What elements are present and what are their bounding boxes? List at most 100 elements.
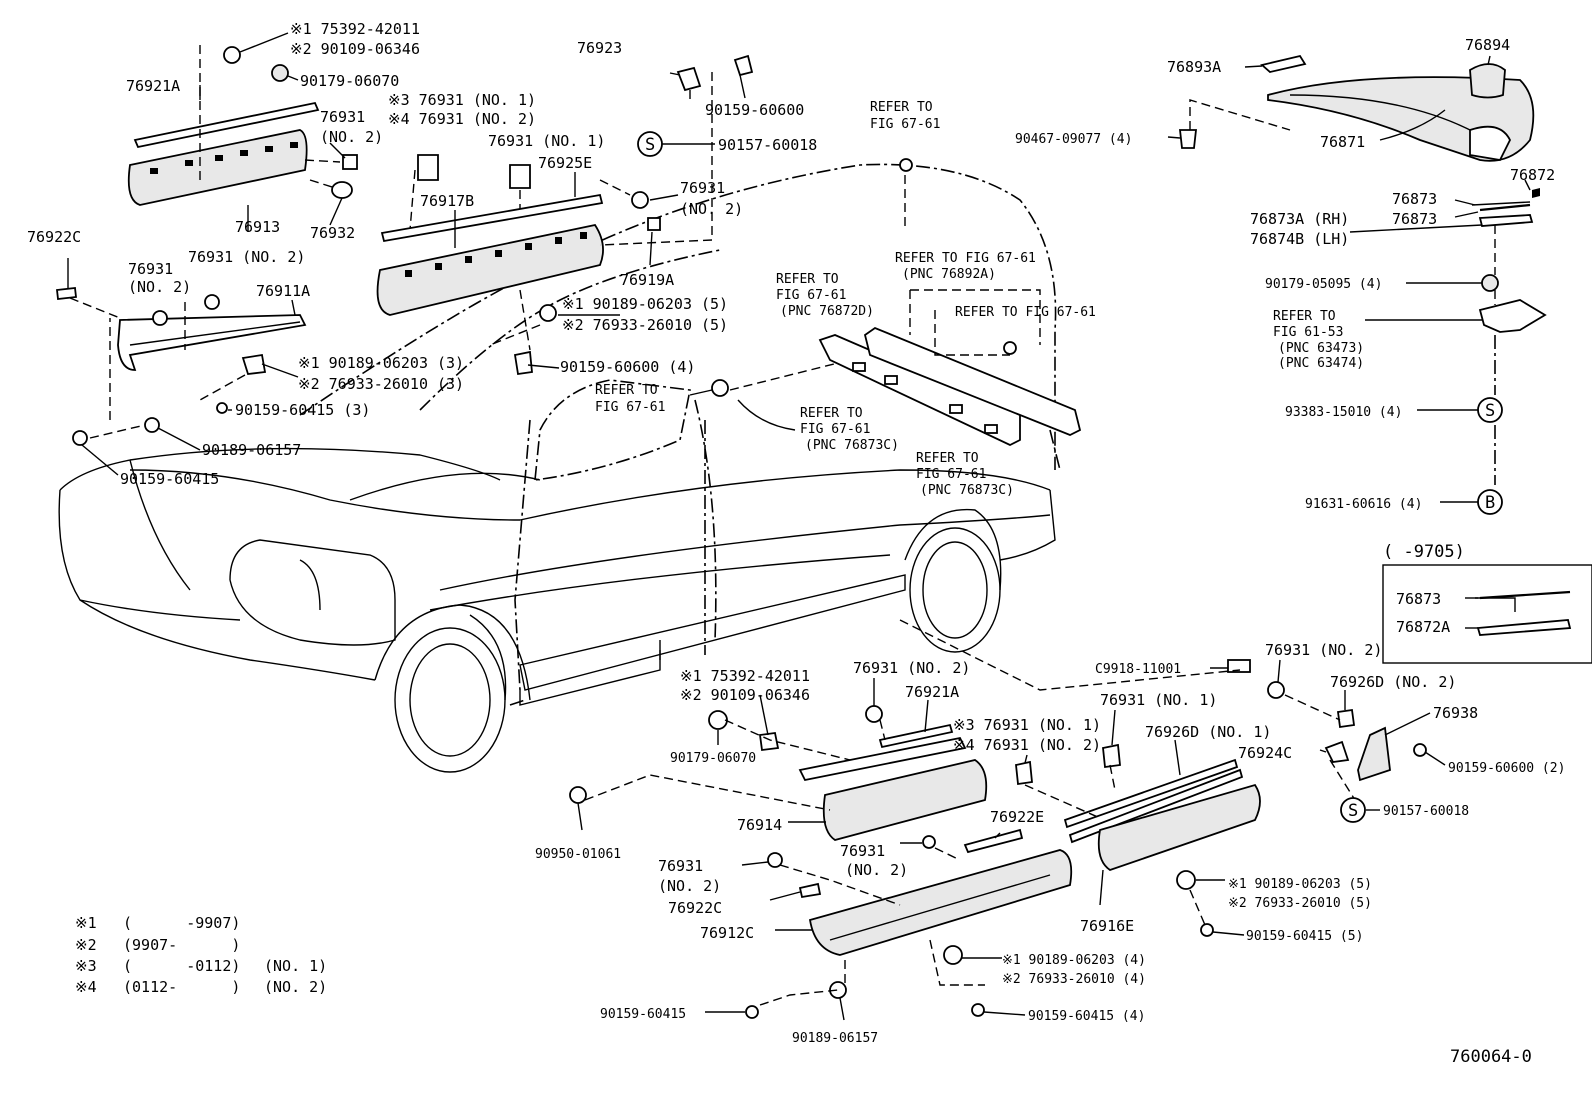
callout-label: FIG 67-61 [776,288,846,303]
callout-label: 90950-01061 [535,847,621,862]
callout-label: 90159-60600 (4) [560,358,695,376]
callout-label: ※1 75392-42011 [290,20,420,38]
callout-label: 76873 [1392,210,1437,228]
callout-label: 76916E [1080,917,1134,935]
roof-side-rails [818,289,1082,471]
diagram-id: 760064-0 [1450,1047,1532,1067]
callout-label: 76917B [420,192,474,210]
callout-label: 76873 [1392,190,1437,208]
callout-label: FIG 67-61 [595,400,665,415]
callout-label: 76931 [680,179,725,197]
callout-label: 90159-60600 (2) [1448,761,1565,776]
callout-label: 93383-15010 (4) [1285,405,1402,420]
callout-label: 76919A [620,271,674,289]
callout-label: 91631-60616 (4) [1305,497,1422,512]
legend: ※1 ( -9907) ※2 (9907- ) ※3 ( -0112) (NO.… [75,914,327,996]
vehicle-body [58,163,1057,773]
callout-label: 76921A [126,77,180,95]
callout-label: (PNC 63473) [1278,341,1364,356]
callout-label: (PNC 76872D) [780,304,874,319]
callout-label: 76931 (NO. 2) [188,248,305,266]
callout-label: REFER TO [916,451,979,466]
legend-range: ( -0112) [123,957,240,975]
callout-label: 90189-06157 [792,1031,878,1046]
inset-title: ( -9705) [1383,542,1465,562]
callout-label: 76931 [840,842,885,860]
callout-label: 76931 (NO. 2) [853,659,970,677]
callout-label: 76926D (NO. 1) [1145,723,1271,741]
legend-range: (0112- ) [123,978,240,996]
callout-label: 76931 (NO. 1) [1100,691,1217,709]
legend-range: (9907- ) [123,936,240,954]
legend-mark: ※1 [75,914,97,932]
callout-label: 76931 (NO. 2) [1265,641,1382,659]
callout-label: 90159-60415 (5) [1246,929,1363,944]
callout-label: (NO. 2) [320,128,383,146]
callout-label: ※1 90189-06203 (3) [298,354,464,372]
callout-label: ※2 76933-26010 (4) [1002,972,1146,987]
callout-label: (PNC 63474) [1278,356,1364,371]
legend-note: (NO. 1) [264,957,327,975]
upper-middle-parts [376,54,913,397]
callout-label: (NO. 2) [128,278,191,296]
callout-labels: ※1 75392-42011 ※2 90109-06346 90179-0607… [27,20,1565,1046]
rear-spoiler-parts [1178,54,1547,485]
callout-label: 90157-60018 [1383,804,1469,819]
callout-label: (PNC 76873C) [805,438,899,453]
symbol-s-right-text: S [1485,401,1495,421]
legend-mark: ※2 [75,936,97,954]
callout-label: ※3 76931 (NO. 1) [953,716,1101,734]
callout-label: 76922C [668,899,722,917]
callout-label: 90159-60415 (4) [1028,1009,1145,1024]
callout-label: FIG 67-61 [916,467,986,482]
callout-label: ※1 75392-42011 [680,667,810,685]
callout-label: 76924C [1238,744,1292,762]
callout-label: ※4 76931 (NO. 2) [953,736,1101,754]
callout-label: C9918-11001 [1095,662,1181,677]
callout-label: 90159-60415 (3) [235,401,370,419]
callout-label: FIG 67-61 [800,422,870,437]
callout-label: 76913 [235,218,280,236]
callout-label: REFER TO FIG 67-61 [955,305,1096,320]
callout-label: 76893A [1167,58,1221,76]
callout-label: 90179-06070 [300,72,399,90]
callout-label: ※2 90109-06346 [290,40,420,58]
legend-mark: ※3 [75,957,97,975]
callout-label: 90467-09077 (4) [1015,132,1132,147]
callout-label: REFER TO [1273,309,1336,324]
callout-label: 76931 [128,260,173,278]
callout-label: (NO. 2) [845,861,908,879]
callout-label: (PNC 76873C) [920,483,1014,498]
legend-note: (NO. 2) [264,978,327,996]
callout-label: 90189-06157 [202,441,301,459]
callout-label: ※1 90189-06203 (5) [1228,877,1372,892]
callout-label: 76894 [1465,36,1510,54]
callout-label: 76911A [256,282,310,300]
callout-label: 90159-60415 [120,470,219,488]
callout-label: 76914 [737,816,782,834]
callout-label: ※2 76933-26010 (5) [1228,896,1372,911]
callout-label: 76926D (NO. 2) [1330,673,1456,691]
callout-label: 76931 (NO. 1) [488,132,605,150]
callout-label: 90159-60415 [600,1007,686,1022]
callout-label: 76938 [1433,704,1478,722]
callout-label: FIG 67-61 [870,117,940,132]
callout-label: ※4 76931 (NO. 2) [388,110,536,128]
callout-label: REFER TO [870,100,933,115]
symbol-s-lower [1340,797,1366,823]
callout-label: REFER TO [776,272,839,287]
callout-label: ※2 76933-26010 (5) [562,316,728,334]
callout-label: 76922C [27,228,81,246]
inset-label: 76872A [1396,618,1450,636]
callout-label: 90157-60018 [718,136,817,154]
callout-label: ※2 76933-26010 (3) [298,375,464,393]
callout-label: 76873A (RH) [1250,210,1349,228]
inset-labels: ( -9705) 76873 76872A [1383,542,1465,636]
callout-label: REFER TO FIG 67-61 [895,251,1036,266]
inset-label: 76873 [1396,590,1441,608]
callout-label: REFER TO [800,406,863,421]
callout-label: 76874B (LH) [1250,230,1349,248]
callout-label: 76912C [700,924,754,942]
lower-parts [569,619,1427,1019]
